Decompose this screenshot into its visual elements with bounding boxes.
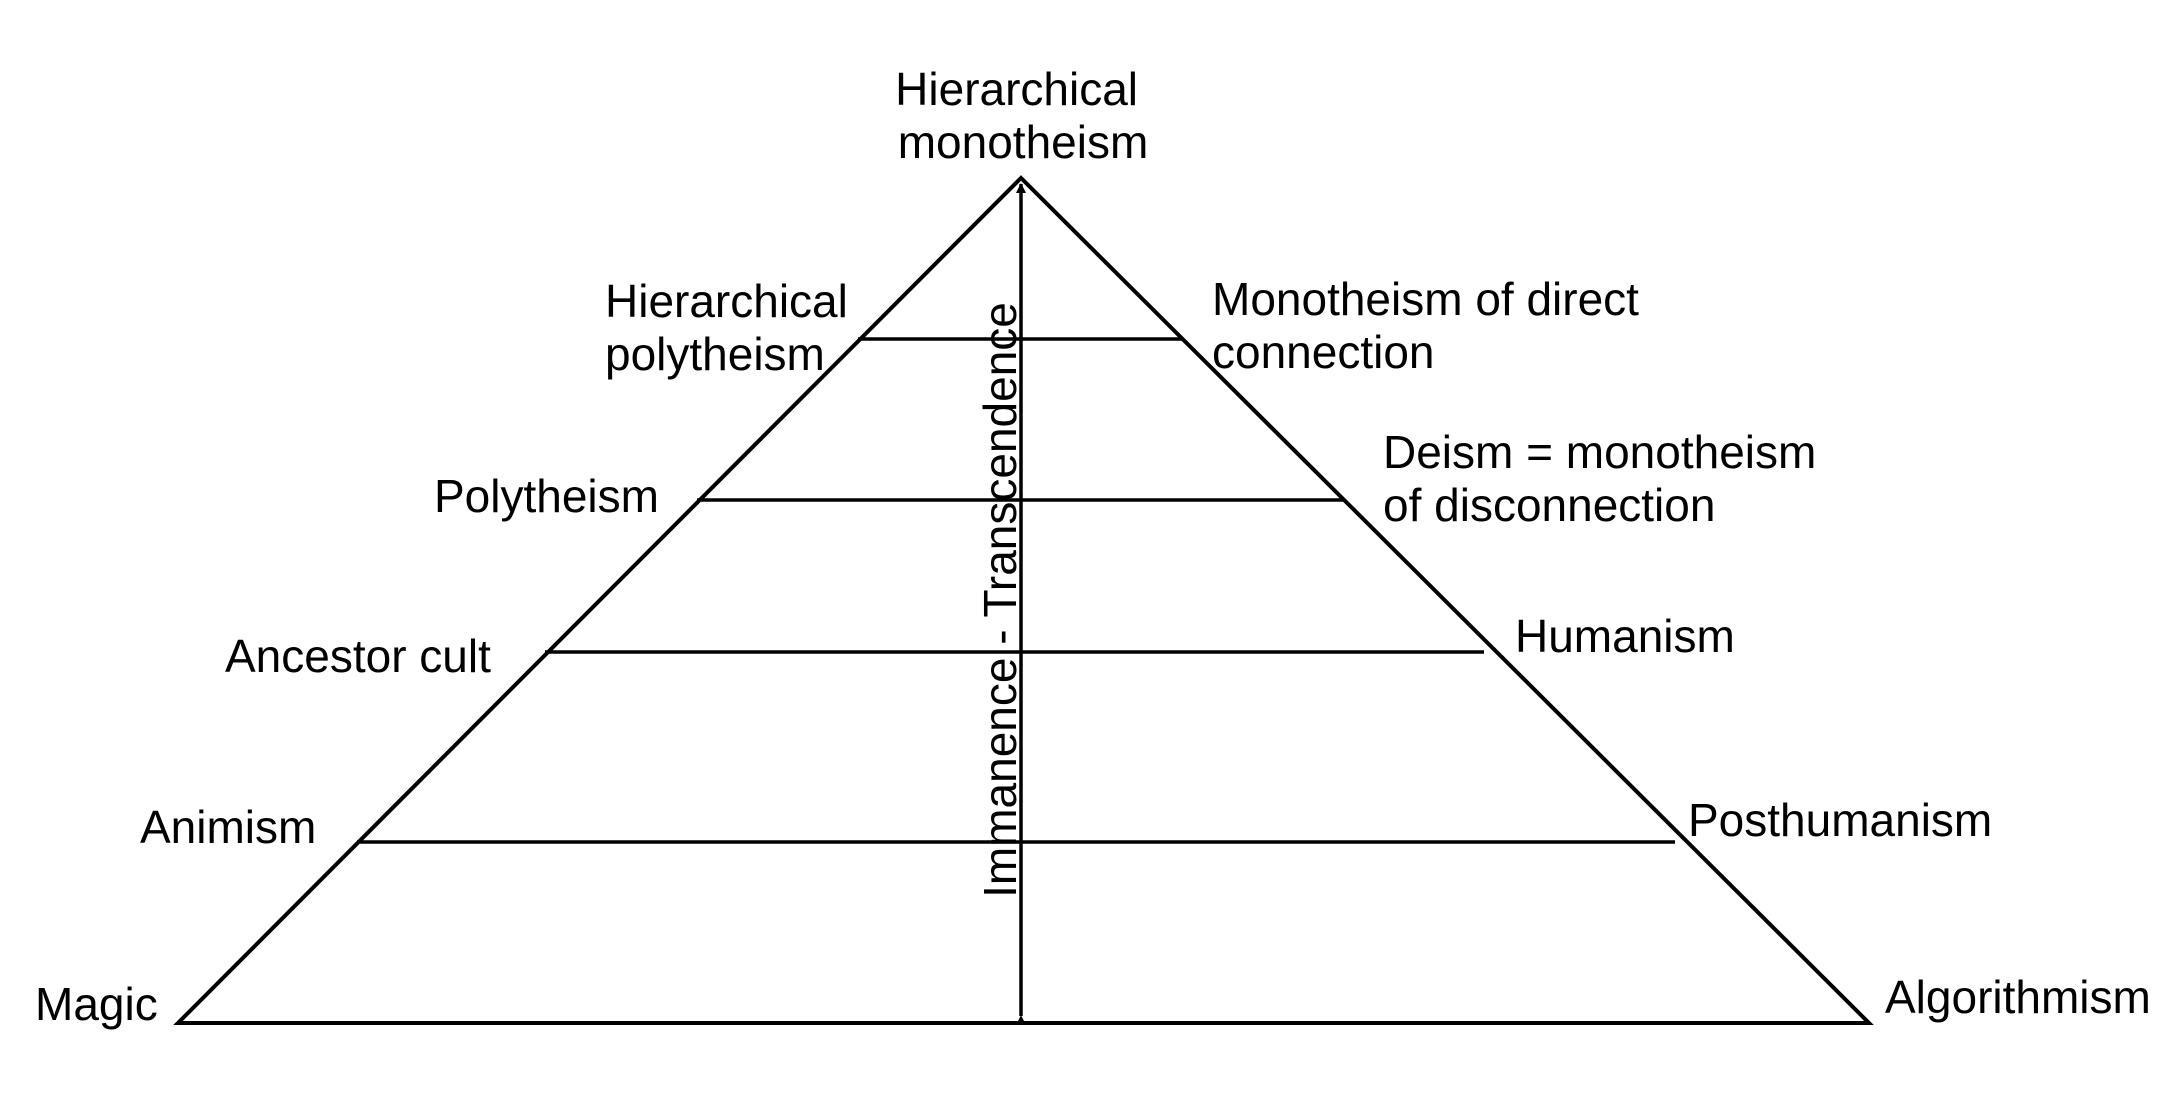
label-posthumanism: Posthumanism xyxy=(1688,794,1992,846)
label-polytheism: Polytheism xyxy=(434,470,659,522)
label-ancestor-cult: Ancestor cult xyxy=(225,630,491,682)
label-humanism: Humanism xyxy=(1515,610,1735,662)
label-magic: Magic xyxy=(35,978,158,1030)
label-algorithmism: Algorithmism xyxy=(1885,971,2151,1023)
label-deism: Deism = monotheism of disconnection xyxy=(1383,426,1829,531)
label-hierarchical-polytheism: Hierarchical polytheism xyxy=(605,275,861,380)
label-animism: Animism xyxy=(140,801,316,853)
label-hierarchical-monotheism: Hierarchical monotheism xyxy=(895,63,1151,168)
axis-label: Immanence - Transcendence xyxy=(974,302,1026,898)
label-monotheism-direct-connection: Monotheism of direct connection xyxy=(1212,273,1652,378)
